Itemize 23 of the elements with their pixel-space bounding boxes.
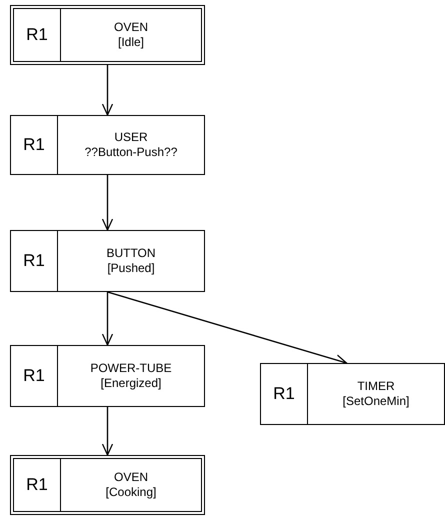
arrow (102, 292, 114, 346)
role-label: R1 (26, 25, 48, 45)
state-label: BUTTON [Pushed] (106, 246, 156, 276)
role-label: R1 (23, 251, 45, 271)
state-label: OVEN [Idle] (114, 20, 148, 50)
state-label: TIMER [SetOneMin] (342, 379, 410, 409)
state-label: OVEN [Cooking] (106, 470, 156, 500)
arrow (102, 175, 114, 231)
arrow (102, 407, 114, 456)
role-label: R1 (23, 366, 45, 386)
state-label: USER ??Button-Push?? (84, 130, 178, 160)
terminal-state-box (10, 455, 205, 515)
arrow (102, 65, 114, 116)
state-box (10, 230, 205, 292)
state-box (260, 363, 445, 425)
role-label: R1 (273, 384, 295, 404)
state-box (10, 115, 205, 175)
state-box (10, 345, 205, 407)
role-label: R1 (23, 135, 45, 155)
arrow (107, 291, 348, 366)
role-label: R1 (26, 475, 48, 495)
state-label: POWER-TUBE [Energized] (90, 361, 172, 391)
terminal-state-box (10, 5, 205, 65)
